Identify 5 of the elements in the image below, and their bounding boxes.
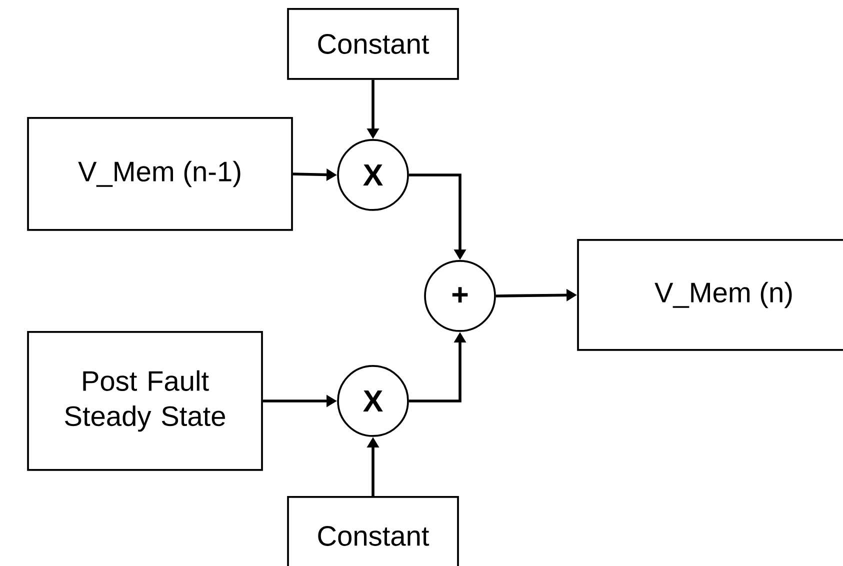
process-box: V_Mem (n) (577, 239, 843, 351)
process-box: Constant (287, 8, 459, 80)
process-box: Post Fault Steady State (27, 331, 263, 471)
process-box: Constant (287, 496, 459, 566)
process-box: V_Mem (n-1) (27, 117, 293, 231)
